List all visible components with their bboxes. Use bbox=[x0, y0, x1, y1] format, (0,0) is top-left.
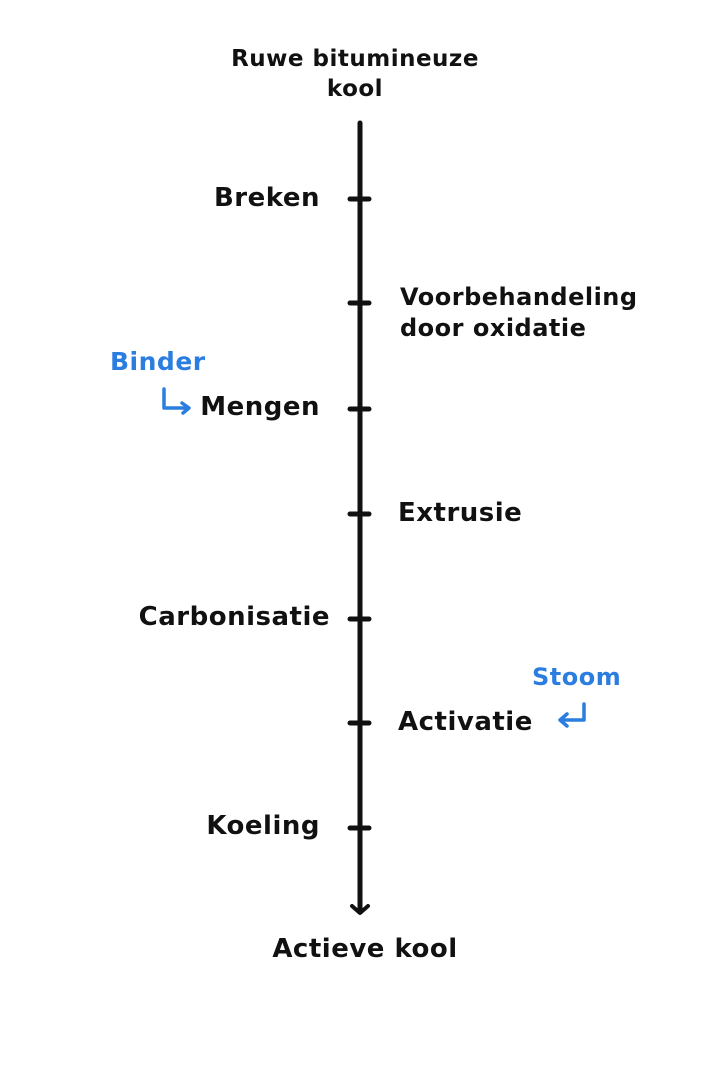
input-stoom: Stoom bbox=[532, 663, 622, 691]
step-carbonisatie: Carbonisatie bbox=[138, 602, 330, 632]
step-activatie: Activatie bbox=[398, 707, 533, 737]
step-voorbehandeling-line2: door oxidatie bbox=[400, 314, 587, 342]
step-breken: Breken bbox=[213, 183, 320, 213]
step-mengen: Mengen bbox=[200, 392, 320, 422]
end-label: Actieve kool bbox=[272, 934, 458, 964]
binder-arrow-icon bbox=[162, 387, 191, 415]
start-label-line2: kool bbox=[326, 76, 384, 102]
step-voorbehandeling: Voorbehandeling door oxidatie bbox=[400, 282, 638, 344]
start-label: Ruwe bitumineuze kool bbox=[200, 44, 510, 104]
input-binder: Binder bbox=[110, 347, 206, 376]
start-label-line1: Ruwe bitumineuze bbox=[231, 46, 479, 72]
step-koeling: Koeling bbox=[206, 811, 320, 841]
step-voorbehandeling-line1: Voorbehandeling bbox=[400, 283, 638, 311]
arrow-down-icon bbox=[350, 904, 370, 915]
step-extrusie: Extrusie bbox=[398, 498, 523, 528]
stoom-arrow-icon bbox=[558, 702, 586, 728]
